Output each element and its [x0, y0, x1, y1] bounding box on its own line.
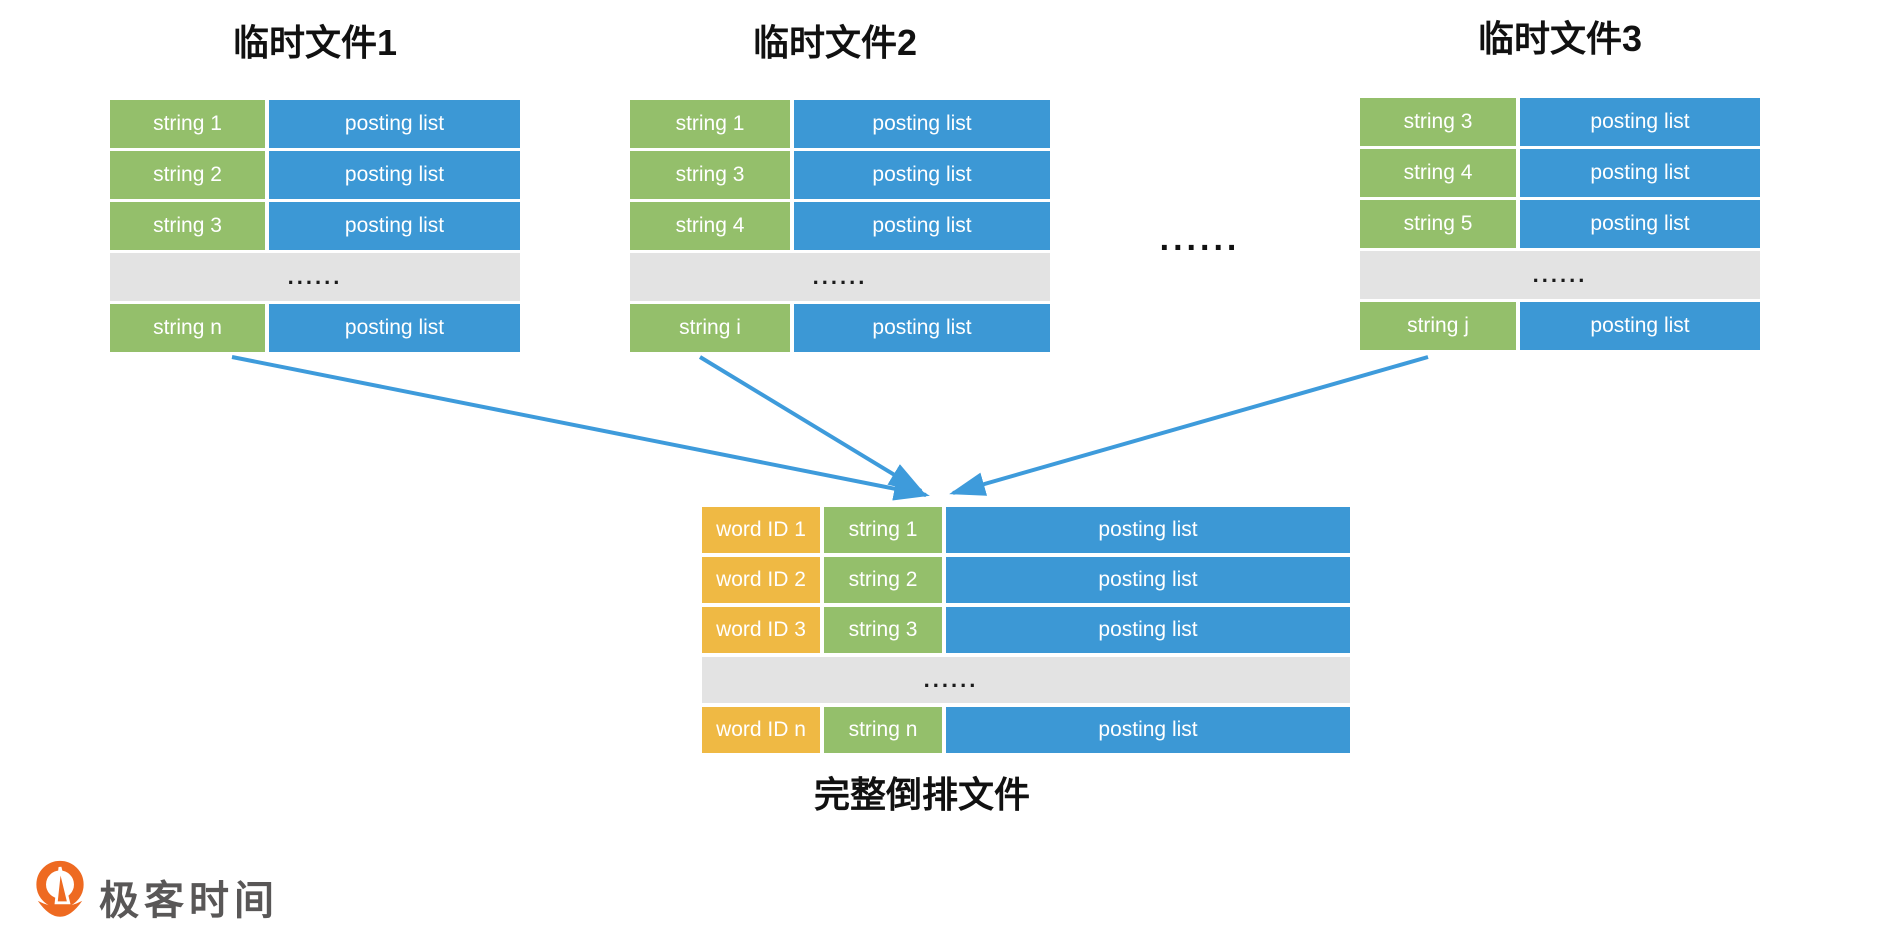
posting-list-cell: posting list	[269, 151, 520, 199]
merge-arrow-from-file3	[949, 355, 1429, 496]
string-cell: string n	[824, 707, 942, 753]
string-cell: string 2	[824, 557, 942, 603]
posting-list-cell: posting list	[794, 151, 1050, 199]
word-id-cell: word ID 1	[702, 507, 820, 553]
geektime-logo-text: 极客时间	[99, 879, 279, 923]
table-row: ......	[630, 253, 1050, 301]
temp-file-2-title: 临时文件2	[752, 22, 918, 63]
string-cell: string 1	[110, 100, 265, 148]
string-cell: string n	[110, 304, 265, 352]
merged-file-caption: 完整倒排文件	[813, 774, 1030, 815]
ellipsis-row: ......	[1360, 251, 1760, 299]
word-id-cell: word ID 3	[702, 607, 820, 653]
word-id-cell: word ID 2	[702, 557, 820, 603]
table-row: ......	[1360, 251, 1760, 299]
string-cell: string 1	[630, 100, 790, 148]
string-cell: string j	[1360, 302, 1516, 350]
posting-list-cell: posting list	[794, 202, 1050, 250]
table-row: ......	[110, 253, 520, 301]
temp-file-3-title: 临时文件3	[1477, 18, 1643, 59]
word-id-cell: word ID n	[702, 707, 820, 753]
string-cell: string 3	[1360, 98, 1516, 146]
table-row: ......	[702, 657, 1350, 703]
merge-arrow-from-file2	[698, 355, 925, 494]
posting-list-cell: posting list	[269, 304, 520, 352]
temp-file-1-title: 临时文件1	[232, 22, 398, 63]
geektime-logo-icon	[36, 860, 84, 917]
more-temp-files-ellipsis: ......	[1159, 220, 1241, 258]
string-cell: string 3	[630, 151, 790, 199]
posting-list-cell: posting list	[946, 707, 1350, 753]
string-cell: string 3	[110, 202, 265, 250]
string-cell: string i	[630, 304, 790, 352]
ellipsis-row: ......	[630, 253, 1050, 301]
posting-list-cell: posting list	[269, 202, 520, 250]
posting-list-cell: posting list	[1520, 98, 1760, 146]
posting-list-cell: posting list	[794, 304, 1050, 352]
ellipsis-row: ......	[702, 657, 1350, 703]
posting-list-cell: posting list	[794, 100, 1050, 148]
posting-list-cell: posting list	[1520, 149, 1760, 197]
string-cell: string 1	[824, 507, 942, 553]
posting-list-cell: posting list	[269, 100, 520, 148]
geektime-logo: 极客时间	[33, 856, 279, 938]
string-cell: string 5	[1360, 200, 1516, 248]
posting-list-cell: posting list	[946, 507, 1350, 553]
merge-arrow-from-file1	[231, 355, 930, 501]
posting-list-cell: posting list	[946, 557, 1350, 603]
ellipsis-row: ......	[110, 253, 520, 301]
posting-list-cell: posting list	[946, 607, 1350, 653]
string-cell: string 4	[1360, 149, 1516, 197]
posting-list-cell: posting list	[1520, 200, 1760, 248]
string-cell: string 3	[824, 607, 942, 653]
string-cell: string 4	[630, 202, 790, 250]
string-cell: string 2	[110, 151, 265, 199]
posting-list-cell: posting list	[1520, 302, 1760, 350]
